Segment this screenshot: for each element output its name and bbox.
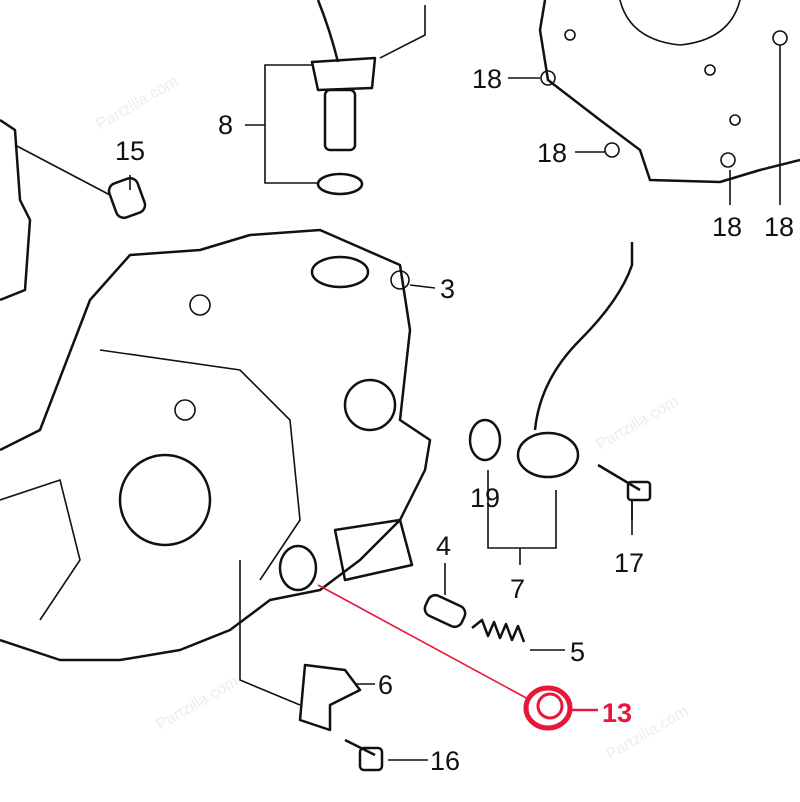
- callout-3[interactable]: 3: [440, 274, 455, 304]
- callout-7[interactable]: 7: [510, 574, 525, 604]
- frame-left: [0, 118, 32, 302]
- bushing-part-15: [107, 176, 147, 220]
- callout-15[interactable]: 15: [115, 136, 145, 166]
- callout-19[interactable]: 19: [470, 483, 500, 513]
- callout-4[interactable]: 4: [436, 531, 451, 561]
- callout-17[interactable]: 17: [614, 548, 644, 578]
- small-parts: [14, 45, 781, 772]
- callout-6[interactable]: 6: [378, 670, 393, 700]
- sensor-part-8: [310, 0, 426, 196]
- svg-text:Partzilla.com: Partzilla.com: [94, 73, 182, 134]
- oil-seal-part-13: [317, 584, 598, 731]
- svg-text:Partzilla.com: Partzilla.com: [154, 673, 242, 734]
- callout-18[interactable]: 18: [472, 64, 502, 94]
- callout-18[interactable]: 18: [764, 212, 794, 242]
- crankcase-part-3: [0, 228, 432, 662]
- callout-18[interactable]: 18: [537, 138, 567, 168]
- switch-part-7: [468, 242, 652, 565]
- callout-8[interactable]: 8: [218, 110, 233, 140]
- crankcase-cover: [538, 0, 800, 184]
- callout-13-highlighted[interactable]: 13: [602, 698, 632, 728]
- callout-18[interactable]: 18: [712, 212, 742, 242]
- callout-16[interactable]: 16: [430, 746, 460, 776]
- svg-text:Partzilla.com: Partzilla.com: [594, 393, 682, 454]
- callout-5[interactable]: 5: [570, 637, 585, 667]
